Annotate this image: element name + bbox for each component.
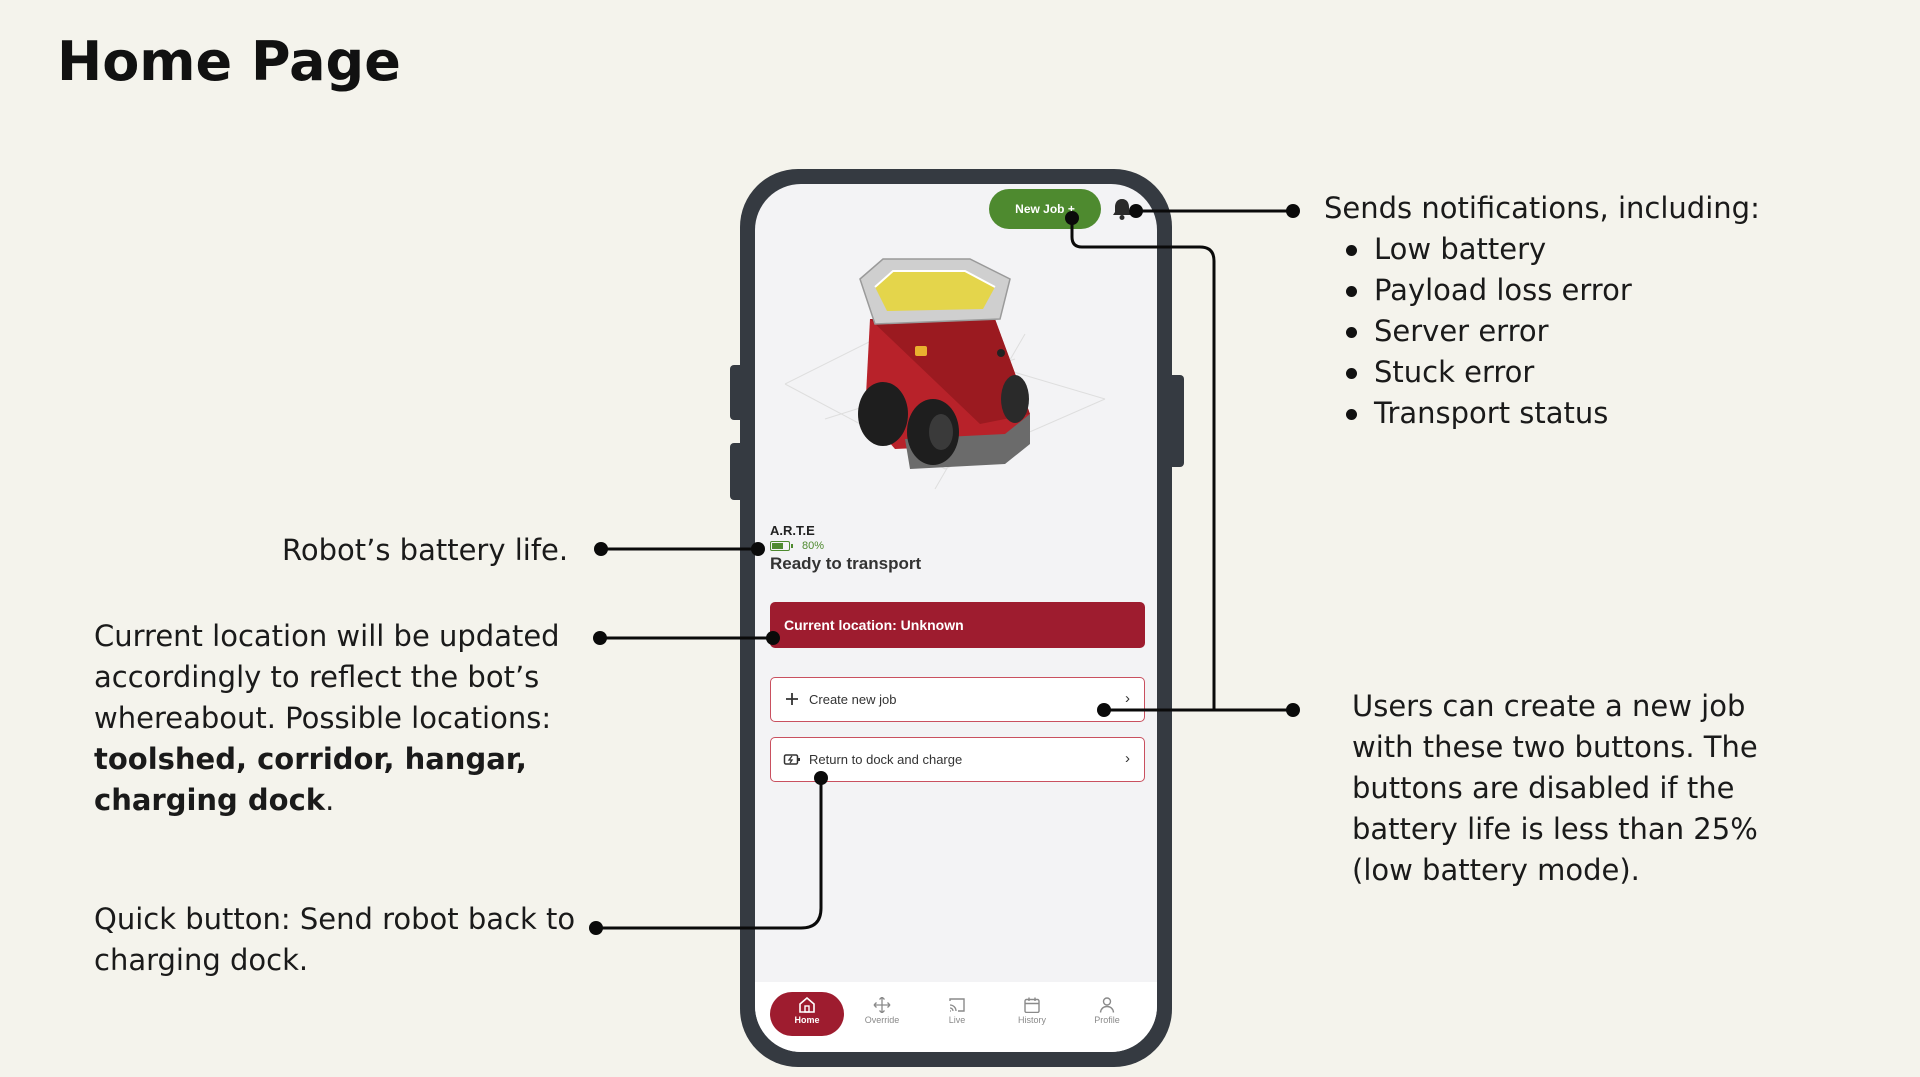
new-job-connector [1070, 218, 1216, 710]
current-location-bar: Current location: Unknown [770, 602, 1145, 648]
location-note-end: . [325, 783, 335, 817]
return-to-dock-button[interactable]: Return to dock and charge › [770, 737, 1145, 782]
notification-item: Transport status [1324, 393, 1760, 434]
notifications-note: Sends notifications, including: Low batt… [1324, 188, 1760, 434]
page-title: Home Page [57, 30, 401, 93]
phone-power-button [1168, 375, 1184, 467]
chevron-right-icon: › [1125, 690, 1130, 707]
notification-item: Low battery [1324, 229, 1760, 270]
robot-name: A.R.T.E [770, 523, 815, 538]
calendar-icon [1024, 997, 1040, 1013]
app-screen: New Job + A.R.T.E [755, 184, 1157, 1052]
user-icon [1099, 997, 1115, 1013]
location-note-line: accordingly to reflect the bot’s [94, 660, 540, 694]
location-list: charging dock [94, 783, 326, 817]
return-to-dock-label: Return to dock and charge [809, 752, 963, 767]
callout-dot [1286, 703, 1300, 717]
new-job-note-line: with these two buttons. The [1352, 730, 1758, 764]
battery-icon [770, 541, 793, 551]
location-note-line: Current location will be updated [94, 619, 560, 653]
quick-button-note: Quick button: Send robot back to chargin… [94, 899, 575, 981]
plus-icon [786, 693, 798, 705]
cast-icon [949, 998, 965, 1012]
robot-image [784, 258, 1106, 490]
callout-dot [1129, 204, 1143, 218]
quick-button-note-line: Quick button: Send robot back to [94, 902, 576, 936]
location-note: Current location will be updated accordi… [94, 616, 560, 821]
callout-dot [1097, 703, 1111, 717]
callout-dot [589, 921, 603, 935]
nav-override[interactable]: Override [845, 992, 919, 1036]
callout-dot [594, 542, 608, 556]
notifications-intro: Sends notifications, including: [1324, 191, 1760, 225]
notification-item: Server error [1324, 311, 1760, 352]
callout-dot [766, 631, 780, 645]
chevron-right-icon: › [1125, 750, 1130, 767]
quick-button-connector [596, 778, 823, 930]
callout-dot [814, 771, 828, 785]
nav-profile[interactable]: Profile [1070, 992, 1144, 1036]
callout-dot [593, 631, 607, 645]
notification-item: Stuck error [1324, 352, 1760, 393]
new-job-button[interactable]: New Job + [989, 189, 1101, 229]
phone-mockup: New Job + A.R.T.E [740, 169, 1172, 1067]
new-job-note-line: battery life is less than 25% [1352, 812, 1758, 846]
nav-home[interactable]: Home [770, 992, 844, 1036]
nav-label: Profile [1094, 1015, 1120, 1025]
create-new-job-label: Create new job [809, 692, 897, 707]
nav-history[interactable]: History [995, 992, 1069, 1036]
nav-label: Live [948, 1015, 966, 1025]
nav-label: History [1017, 1015, 1046, 1025]
bell-icon[interactable] [1111, 197, 1133, 221]
battery-percent: 80% [802, 540, 825, 552]
move-icon [873, 997, 891, 1013]
bottom-nav: Home Override Live Histor [755, 982, 1157, 1052]
create-new-job-button[interactable]: Create new job › [770, 677, 1145, 722]
notification-item: Payload loss error [1324, 270, 1760, 311]
battery-charge-icon [783, 754, 800, 765]
notifications-list: Low battery Payload loss error Server er… [1324, 229, 1760, 434]
callout-dot [751, 542, 765, 556]
new-job-note-line: buttons are disabled if the [1352, 771, 1735, 805]
callout-dot [1065, 211, 1079, 225]
nav-label: Home [794, 1015, 820, 1025]
new-job-note-line: (low battery mode). [1352, 853, 1640, 887]
new-job-note: Users can create a new job with these tw… [1352, 686, 1758, 891]
new-job-note-line: Users can create a new job [1352, 689, 1746, 723]
robot-status: Ready to transport [770, 554, 922, 573]
battery-note: Robot’s battery life. [282, 533, 569, 567]
location-note-line: whereabout. Possible locations: [94, 701, 552, 735]
nav-label: Override [864, 1015, 900, 1025]
nav-live[interactable]: Live [920, 992, 994, 1036]
quick-button-note-line: charging dock. [94, 943, 309, 977]
location-list: toolshed, corridor, hangar, [94, 742, 527, 776]
callout-dot [1286, 204, 1300, 218]
home-icon [799, 997, 815, 1013]
